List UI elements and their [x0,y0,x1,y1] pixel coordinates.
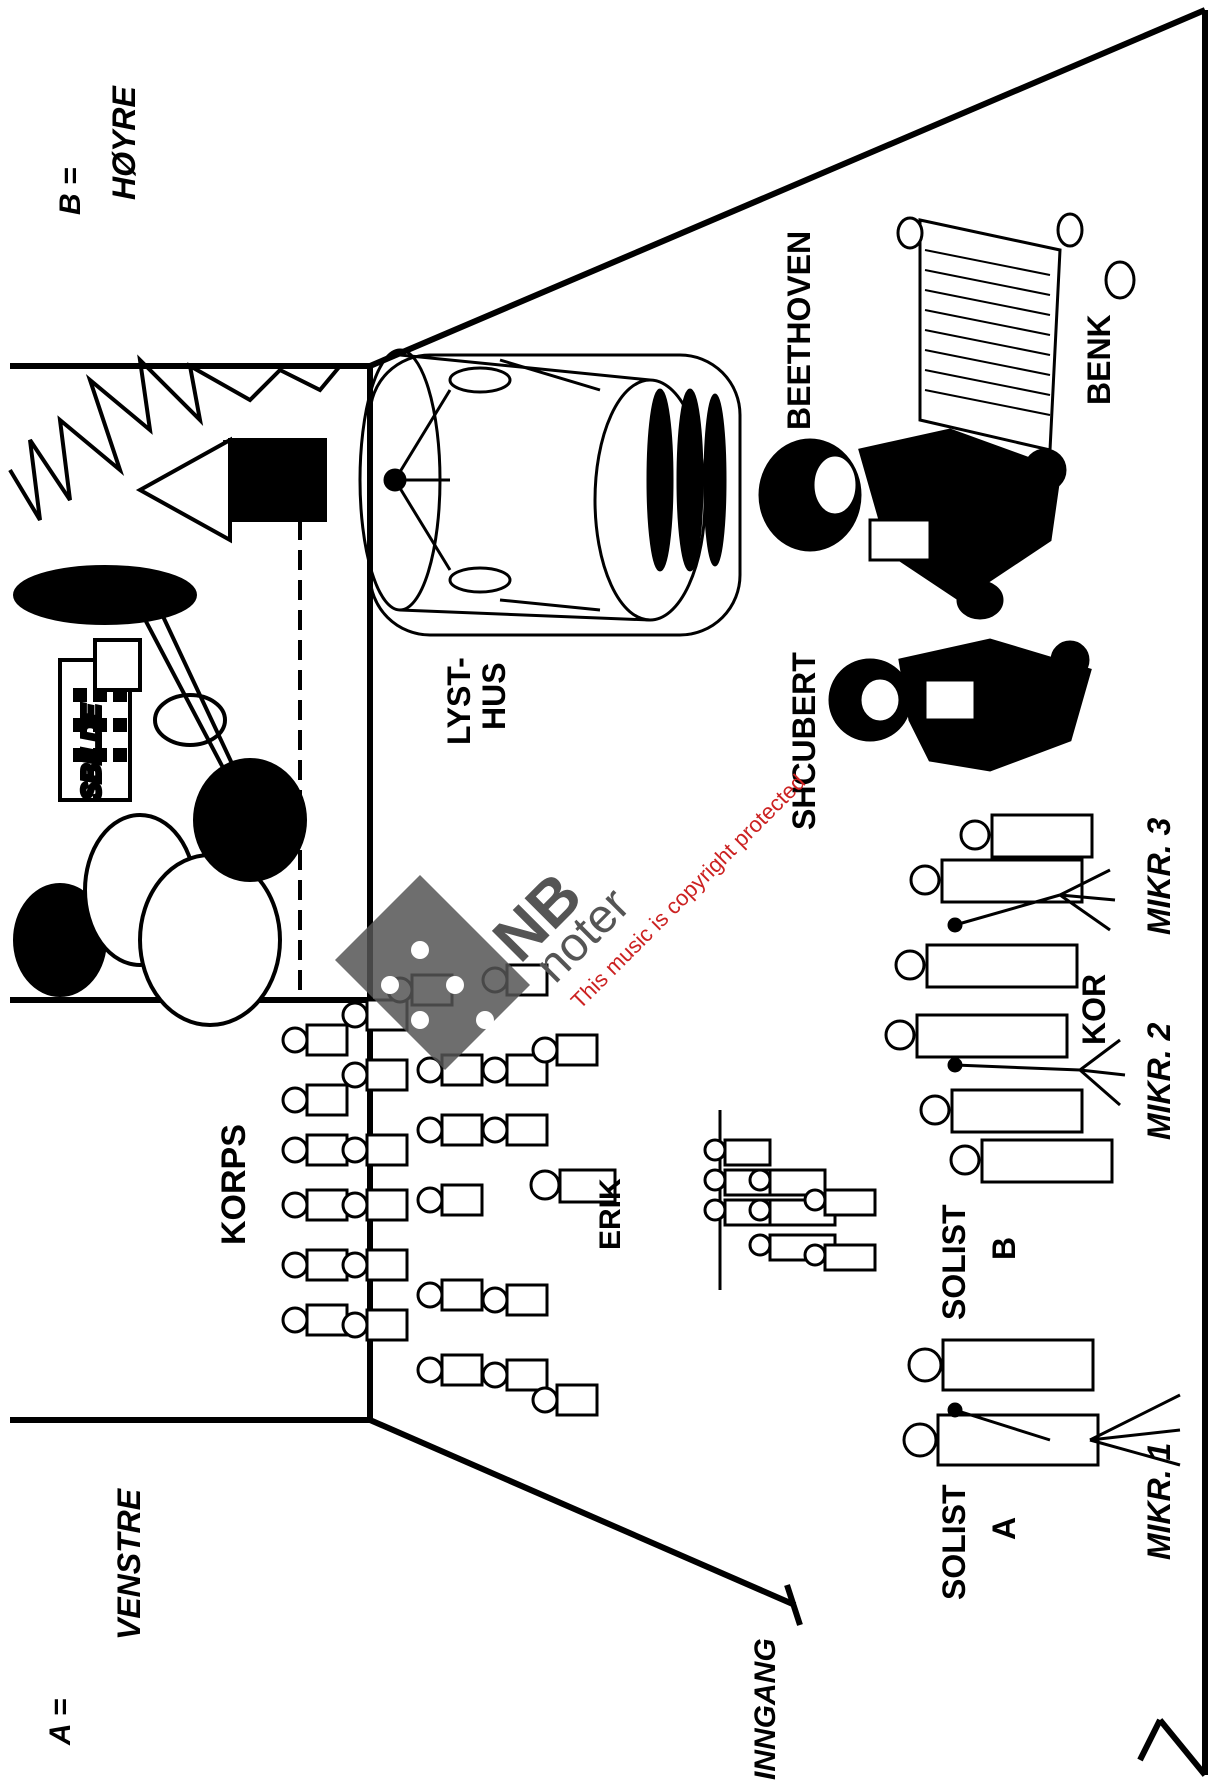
nb-noter-watermark: NB noter This music is copyright protect… [335,769,810,1070]
lysthus-floor-shadow-3 [703,393,727,567]
solist-b-figure [907,1338,1095,1392]
erik-group-member [703,1138,772,1167]
schubert-label: SHCUBERT [786,652,822,830]
erik-figure [529,1168,617,1204]
kor-member [894,943,1079,989]
backdrop-mountains [8,354,342,522]
kor-member [884,1013,1069,1059]
mikr2-label: MIKR. 2 [1141,1022,1177,1140]
korps-member [416,1278,484,1312]
mikr3-label: MIKR. 3 [1141,817,1177,935]
korps-member [481,1113,549,1147]
korps-member [341,1058,409,1092]
stage-left-diagonal [368,1417,797,1608]
korps-member [281,1023,349,1057]
korps-member [481,1358,549,1392]
schubert-face [858,676,902,724]
backdrop-building-2 [93,638,142,692]
korps-member [531,1033,599,1067]
korps-member [341,1308,409,1342]
backdrop-pole-2 [158,609,237,771]
inngang-mark [784,1584,803,1626]
lysthus-label-line2: HUS [476,662,512,730]
erik-label: ERIK [594,1178,627,1250]
backdrop-tree-canopy [13,565,197,625]
solist-a-label-line2: A [986,1517,1022,1540]
kor-member [949,1138,1114,1184]
lysthus-frame [368,353,742,637]
kor-label: KOR [1076,974,1112,1045]
schubert-body [898,638,1092,772]
erik-group-member [748,1168,827,1197]
backdrop-lamp-base [228,438,327,522]
benk-leg-3 [1104,260,1136,300]
korps-member [281,1248,349,1282]
korps-member [416,1353,484,1387]
korps-member [341,1188,409,1222]
mikr1-label: MIKR. 1 [1141,1443,1177,1560]
benk-leg-2 [1056,212,1084,248]
lysthus-floor-shadow-1 [646,388,674,572]
backdrop-scenery: SBILDE [8,354,342,1027]
benk-outline [918,218,1062,452]
korps-member [281,1303,349,1337]
lysthus-floor-shadow-2 [676,388,704,572]
b-side-label: B = [54,167,87,215]
backdrop-lamp-top [135,436,232,544]
backdrop-pole [138,609,242,801]
solist-b-label-line2: B [986,1237,1022,1260]
korps-member [341,1133,409,1167]
solist-figures [902,1338,1181,1467]
kor-group [884,813,1126,1184]
korps-member [281,1133,349,1167]
backdrop-rock-4 [193,758,307,882]
korps-member [481,1283,549,1317]
solist-a-figure [902,1413,1100,1467]
lysthus-gazebo [358,348,742,637]
kor-member [919,1088,1084,1134]
inngang-label: INNGANG [749,1638,782,1780]
erik-group-member [803,1188,877,1217]
beethoven-face [811,453,859,517]
korps-group [281,963,599,1417]
b-side-name-label: HØYRE [106,85,142,200]
erik-group-member [803,1243,877,1272]
korps-member [281,1188,349,1222]
beethoven-label: BEETHOVEN [781,231,817,430]
solist-b-label-line1: SOLIST [936,1204,972,1320]
a-side-name-label: VENSTRE [111,1487,147,1640]
korps-member [531,1383,599,1417]
beethoven-figure [758,428,1067,620]
schubert-figure [828,638,1092,772]
korps-member [416,1113,484,1147]
kor-member [909,858,1084,904]
stage-right-diagonal [368,7,1207,369]
korps-member [481,1053,549,1087]
benk-label: BENK [1081,314,1117,405]
backdrop-sign-label: SBILDE [76,704,106,800]
front-corner-mark-2 [1157,1718,1208,1777]
lysthus-label-line1: LYST- [441,657,477,745]
korps-member [341,1248,409,1282]
erik-group [529,1110,877,1290]
kor-member [959,813,1094,859]
korps-label: KORPS [215,1124,253,1245]
a-side-label: A = [44,1699,77,1746]
korps-member [416,1183,484,1217]
solist-a-label-line1: SOLIST [936,1484,972,1600]
front-corner-mark [1137,1718,1163,1762]
benk-leg-1 [896,216,924,250]
korps-member [281,1083,349,1117]
